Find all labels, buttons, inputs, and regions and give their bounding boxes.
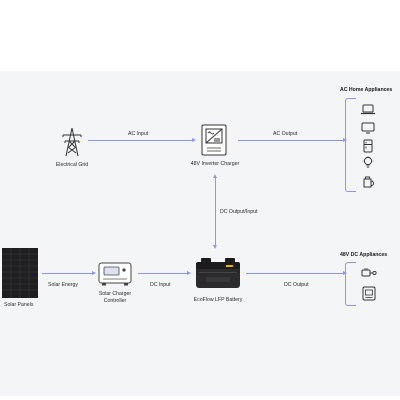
battery-icon xyxy=(196,258,240,288)
arrow-solar-energy xyxy=(42,270,96,276)
label-solar-energy: Solar Energy xyxy=(48,282,78,288)
arrow-dc-input xyxy=(138,270,191,276)
arrow-ac-input xyxy=(88,137,196,143)
arrow-dc-output xyxy=(246,270,347,276)
dc-appliances-bracket xyxy=(345,262,356,306)
battery-node xyxy=(194,256,242,290)
solar-charger-controller-label-line2: Controller xyxy=(103,298,127,304)
electrical-grid-label: Electrical Grid xyxy=(55,162,89,168)
label-dc-output: DC Output xyxy=(284,282,309,288)
label-ac-input: AC Input xyxy=(128,131,149,137)
inverter-node xyxy=(201,124,227,156)
arrow-ac-output xyxy=(238,137,347,143)
solar-panel-icon xyxy=(2,248,38,298)
solar-charger-controller-node xyxy=(98,262,132,286)
solar-panels-label: Solar Panels xyxy=(4,302,34,308)
label-ac-output: AC Output xyxy=(273,131,298,137)
charging-device-icon xyxy=(361,268,377,277)
electrical-grid-node xyxy=(58,126,86,158)
ac-appliances-bracket xyxy=(345,98,356,192)
tv-icon xyxy=(361,122,375,134)
power-tower-icon xyxy=(62,127,82,157)
diagram-background xyxy=(0,71,400,396)
arrow-dc-output-input xyxy=(212,174,218,249)
charge-controller-icon xyxy=(98,262,132,286)
ac-appliances-title: AC Home Appliances xyxy=(340,87,393,93)
label-dc-output-input: DC Output/Input xyxy=(220,209,258,215)
refrigerator-icon xyxy=(363,139,373,153)
solar-charger-controller-label-line1: Solar Charger xyxy=(98,291,132,297)
dc-appliances-title: 48V DC Appliances xyxy=(340,252,388,258)
kettle-icon xyxy=(363,176,374,188)
inverter-label: 48V Inverter Charger xyxy=(190,161,240,167)
inverter-icon xyxy=(201,124,227,156)
dc-fridge-icon xyxy=(362,286,376,301)
lightbulb-icon xyxy=(362,156,374,168)
battery-label: EcoFlow LFP Battery xyxy=(193,297,243,303)
label-dc-input: DC Input xyxy=(150,282,171,288)
solar-panels-node xyxy=(2,248,38,298)
laptop-icon xyxy=(361,104,375,115)
